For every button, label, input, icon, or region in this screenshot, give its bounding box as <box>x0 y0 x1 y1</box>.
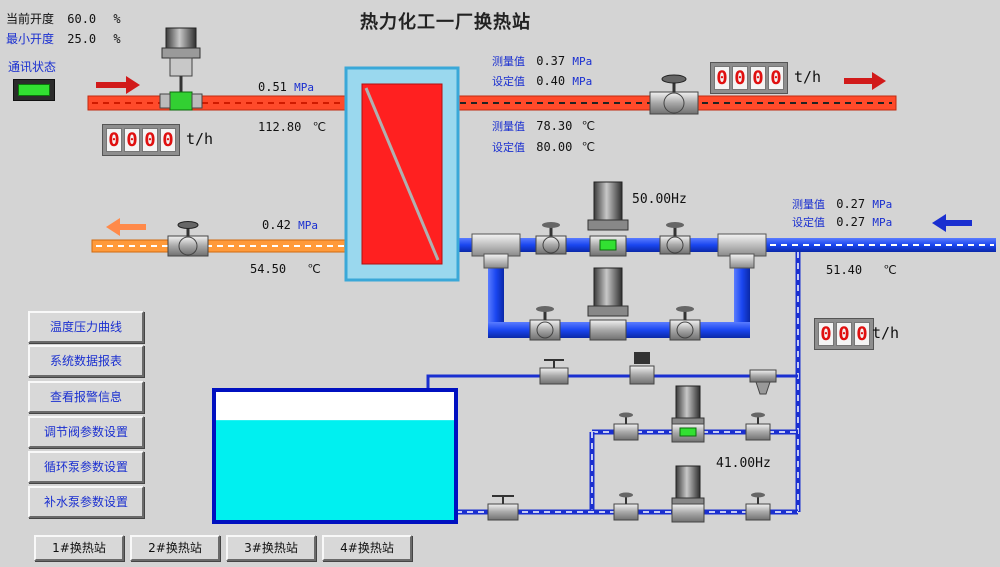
valve-min-unit: % <box>113 32 121 46</box>
valve-secondary-supply-icon[interactable] <box>649 74 699 115</box>
primary-return-pressure: 0.42 MPa <box>262 218 319 232</box>
secondary-return-temperature: 51.40 ℃ <box>826 263 897 277</box>
station-2-button[interactable]: 2#换热站 <box>130 535 220 561</box>
secondary-supply-pressure-set: 设定值 0.40 MPa <box>492 74 593 88</box>
counter-digit: 0 <box>142 128 158 152</box>
makeup-water-tank <box>212 388 458 524</box>
flow-arrow-primary-out <box>106 218 146 236</box>
tee-left-icon <box>471 233 521 269</box>
counter-digit: 0 <box>160 128 176 152</box>
secondary-supply-temp-set: 设定值 80.00 ℃ <box>492 140 596 154</box>
valve-min-label: 最小开度 <box>6 32 55 46</box>
counter-digit: 0 <box>768 66 784 90</box>
counter-digit: 0 <box>836 322 852 346</box>
primary-supply-pressure: 0.51 MPa <box>258 80 315 94</box>
heat-exchanger <box>344 66 460 282</box>
circulation-pump-valves[interactable] <box>529 222 701 341</box>
valve-min-value: 25.0 <box>67 32 97 46</box>
tee-right-icon <box>717 233 767 269</box>
primary-supply-temperature: 112.80 ℃ <box>258 120 327 134</box>
makeup-flow-unit: t/h <box>872 324 900 342</box>
page-title: 热力化工一厂换热站 <box>360 12 531 33</box>
system-report-button[interactable]: 系统数据报表 <box>28 345 144 377</box>
valve-current-unit: % <box>113 12 121 26</box>
alarm-info-button[interactable]: 查看报警信息 <box>28 381 144 413</box>
control-valve-settings-button[interactable]: 调节阀参数设置 <box>28 416 144 448</box>
counter-digit: 0 <box>732 66 748 90</box>
control-valve-icon[interactable] <box>159 27 203 111</box>
secondary-return-pressure-set: 设定值 0.27 MPa <box>792 215 893 229</box>
circulation-pump-1-icon[interactable] <box>587 181 629 257</box>
comm-status-label: 通讯状态 <box>8 60 57 74</box>
secondary-return-pressure-measured: 测量值 0.27 MPa <box>792 197 893 211</box>
valve-current-opening: 当前开度 60.0 % <box>6 10 121 27</box>
station-4-button[interactable]: 4#换热站 <box>322 535 412 561</box>
counter-digit: 0 <box>854 322 870 346</box>
makeup-pump-settings-button[interactable]: 补水泵参数设置 <box>28 486 144 518</box>
circulation-pump-2-icon[interactable] <box>587 267 629 341</box>
flow-arrow-secondary-out <box>844 72 886 90</box>
secondary-supply-flow-unit: t/h <box>794 68 822 86</box>
valve-min-opening: 最小开度 25.0 % <box>6 30 121 47</box>
circulation-pump-settings-button[interactable]: 循环泵参数设置 <box>28 451 144 483</box>
flow-arrow-primary-in <box>96 76 140 94</box>
flow-arrow-secondary-in <box>932 214 972 232</box>
primary-supply-pipe <box>87 95 351 111</box>
secondary-supply-pressure-measured: 测量值 0.37 MPa <box>492 54 593 68</box>
counter-digit: 0 <box>106 128 122 152</box>
primary-return-temperature: 54.50 ℃ <box>250 262 321 276</box>
makeup-valves[interactable] <box>487 352 771 521</box>
makeup-pump-frequency: 41.00Hz <box>716 456 771 471</box>
counter-digit: 0 <box>818 322 834 346</box>
valve-current-label: 当前开度 <box>6 12 55 26</box>
strainer-icon <box>749 369 777 395</box>
primary-supply-flow-unit: t/h <box>186 130 214 148</box>
valve-primary-return-icon[interactable] <box>167 221 209 257</box>
counter-digit: 0 <box>750 66 766 90</box>
station-3-button[interactable]: 3#换热站 <box>226 535 316 561</box>
makeup-pump-1-icon[interactable] <box>671 385 705 443</box>
comm-status-indicator <box>13 79 55 101</box>
station-1-button[interactable]: 1#换热站 <box>34 535 124 561</box>
makeup-pump-2-icon[interactable] <box>671 465 705 523</box>
temp-pressure-curve-button[interactable]: 温度压力曲线 <box>28 311 144 343</box>
valve-current-value: 60.0 <box>67 12 97 26</box>
primary-return-pipe <box>91 239 351 253</box>
counter-digit: 0 <box>714 66 730 90</box>
counter-digit: 0 <box>124 128 140 152</box>
circulation-pump-frequency: 50.00Hz <box>632 192 687 207</box>
secondary-supply-temp-measured: 测量值 78.30 ℃ <box>492 119 596 133</box>
